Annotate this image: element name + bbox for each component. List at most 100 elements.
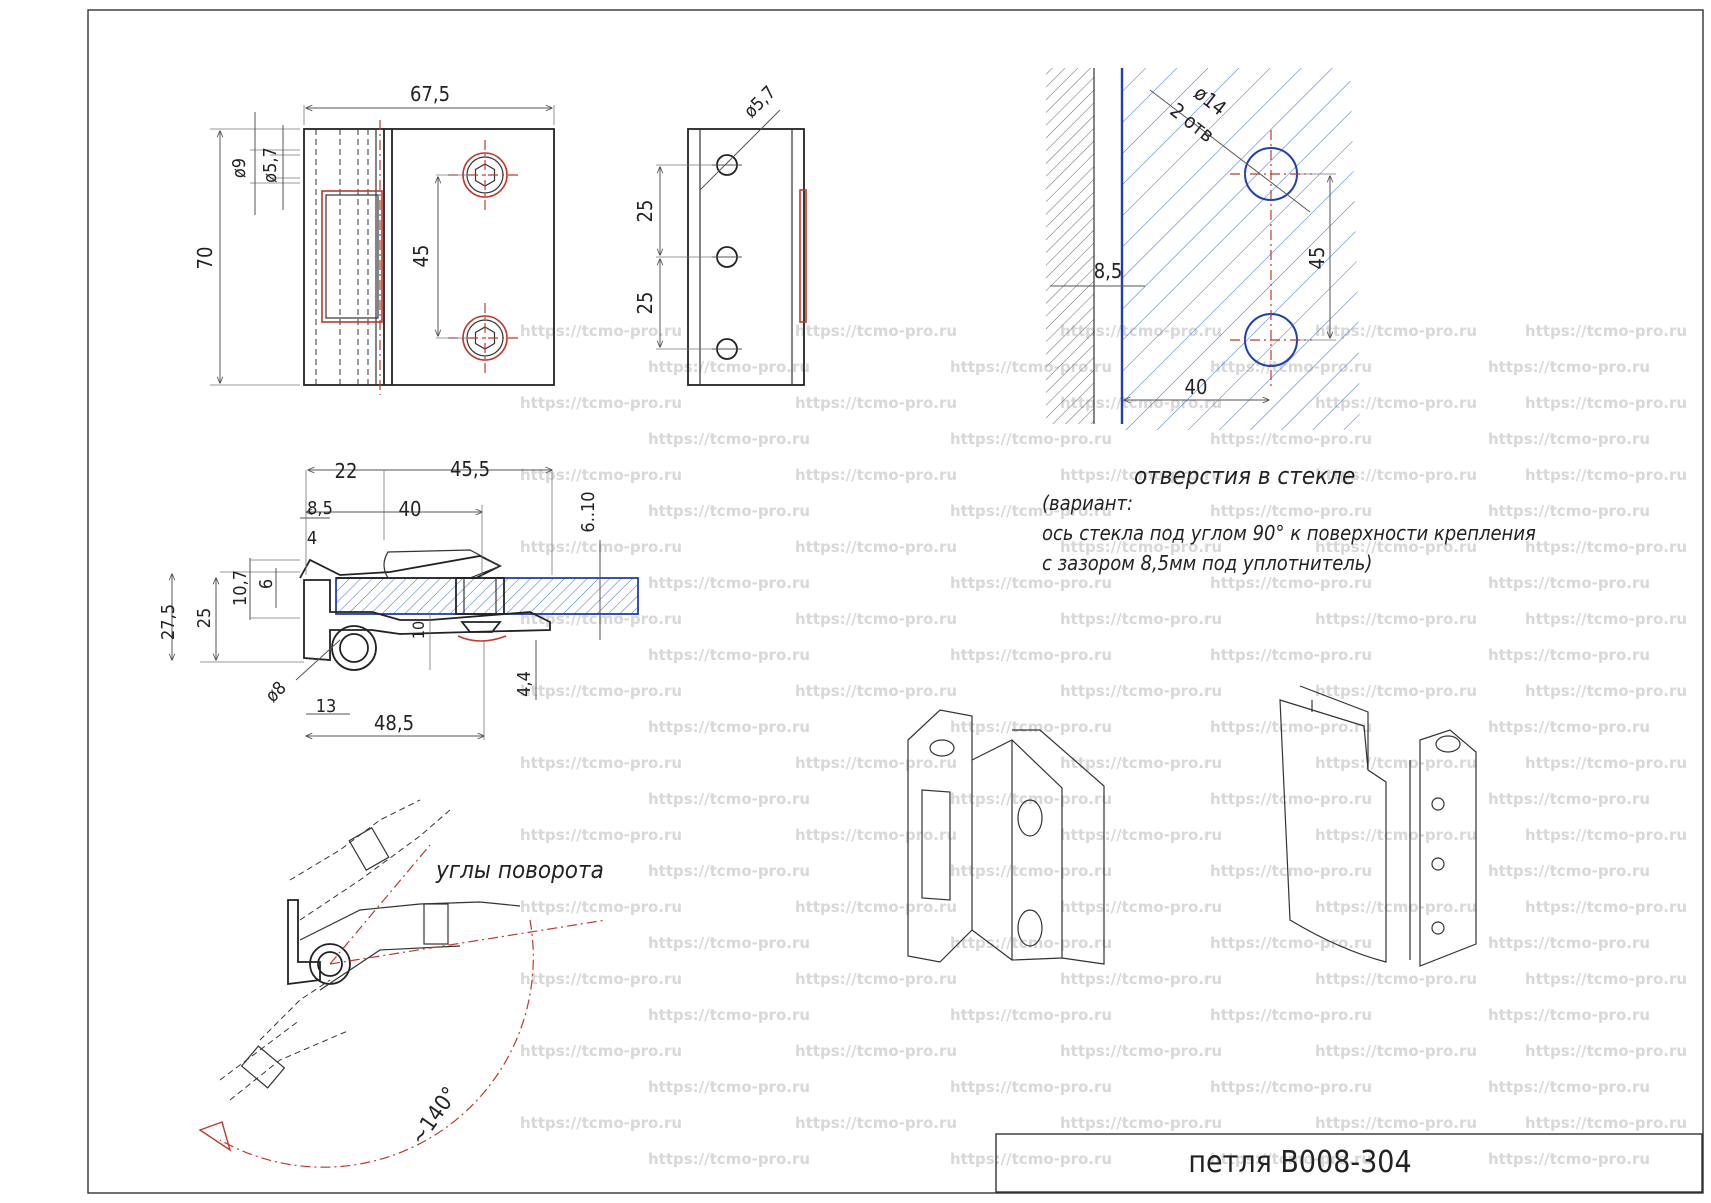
watermark-text: https://tcmo-pro.ru: [1060, 1114, 1222, 1132]
watermark-text: https://tcmo-pro.ru: [648, 502, 810, 520]
watermark-text: https://tcmo-pro.ru: [1060, 466, 1222, 484]
watermark-text: https://tcmo-pro.ru: [950, 790, 1112, 808]
watermark-text: https://tcmo-pro.ru: [1315, 466, 1477, 484]
watermark-text: https://tcmo-pro.ru: [520, 1042, 682, 1060]
watermark-text: https://tcmo-pro.ru: [1060, 610, 1222, 628]
dim-6: 6: [256, 579, 277, 589]
section-view: [172, 470, 639, 740]
watermark-text: https://tcmo-pro.ru: [648, 358, 810, 376]
glass-caption: отверстия в стекле: [1134, 462, 1355, 490]
watermark-text: https://tcmo-pro.ru: [648, 646, 810, 664]
watermark-text: https://tcmo-pro.ru: [520, 898, 682, 916]
dim-width: 67,5: [410, 82, 450, 106]
dim-d57-front: ø5,7: [260, 147, 281, 183]
watermark-text: https://tcmo-pro.ru: [648, 1078, 810, 1096]
watermark-text: https://tcmo-pro.ru: [1210, 862, 1372, 880]
hole-depth: 40: [1185, 375, 1208, 399]
watermark-text: https://tcmo-pro.ru: [795, 682, 957, 700]
watermark-text: https://tcmo-pro.ru: [1525, 970, 1687, 988]
watermark-text: https://tcmo-pro.ru: [648, 574, 810, 592]
watermark-text: https://tcmo-pro.ru: [648, 862, 810, 880]
watermark-text: https://tcmo-pro.ru: [1060, 898, 1222, 916]
watermark-text: https://tcmo-pro.ru: [648, 430, 810, 448]
watermark-text: https://tcmo-pro.ru: [950, 862, 1112, 880]
watermark-layer: https://tcmo-pro.ru https://tcmo-pro.ru ht…: [520, 322, 1687, 1168]
watermark-text: https://tcmo-pro.ru: [520, 682, 682, 700]
dim-40: 40: [399, 497, 422, 521]
watermark-text: https://tcmo-pro.ru: [648, 790, 810, 808]
watermark-text: https://tcmo-pro.ru: [1315, 610, 1477, 628]
watermark-text: https://tcmo-pro.ru: [1210, 1006, 1372, 1024]
watermark-text: https://tcmo-pro.ru: [1488, 358, 1650, 376]
watermark-text: https://tcmo-pro.ru: [1488, 862, 1650, 880]
glass-note-line-2: ось стекла под углом 90° к поверхности к…: [1042, 521, 1536, 545]
watermark-text: https://tcmo-pro.ru: [1210, 646, 1372, 664]
dim-610: 6..10: [578, 491, 599, 532]
watermark-text: https://tcmo-pro.ru: [1060, 1042, 1222, 1060]
watermark-text: https://tcmo-pro.ru: [1210, 718, 1372, 736]
watermark-text: https://tcmo-pro.ru: [1488, 574, 1650, 592]
watermark-text: https://tcmo-pro.ru: [1210, 934, 1372, 952]
watermark-text: https://tcmo-pro.ru: [1525, 826, 1687, 844]
watermark-text: https://tcmo-pro.ru: [520, 970, 682, 988]
watermark-text: https://tcmo-pro.ru: [1210, 502, 1372, 520]
watermark-text: https://tcmo-pro.ru: [1210, 1150, 1372, 1168]
dim-d8: ø8: [262, 678, 291, 707]
dim-455: 45,5: [450, 457, 490, 481]
watermark-text: https://tcmo-pro.ru: [1315, 1114, 1477, 1132]
watermark-text: https://tcmo-pro.ru: [950, 718, 1112, 736]
watermark-text: https://tcmo-pro.ru: [950, 502, 1112, 520]
watermark-text: https://tcmo-pro.ru: [950, 646, 1112, 664]
watermark-text: https://tcmo-pro.ru: [795, 898, 957, 916]
watermark-text: https://tcmo-pro.ru: [1315, 538, 1477, 556]
watermark-text: https://tcmo-pro.ru: [648, 934, 810, 952]
watermark-text: https://tcmo-pro.ru: [795, 754, 957, 772]
sheet-frame: [87, 9, 1704, 1194]
watermark-text: https://tcmo-pro.ru: [950, 934, 1112, 952]
glass-note-line-1: (вариант:: [1042, 491, 1133, 515]
watermark-text: https://tcmo-pro.ru: [520, 466, 682, 484]
watermark-text: https://tcmo-pro.ru: [1525, 1114, 1687, 1132]
watermark-text: https://tcmo-pro.ru: [795, 322, 957, 340]
dim-25: 25: [194, 608, 215, 629]
dim-4: 4: [307, 528, 317, 549]
dim-10: 10: [409, 621, 428, 639]
rotation-angle: ~140°: [406, 1083, 463, 1150]
title-block: [995, 1133, 1703, 1193]
watermark-text: https://tcmo-pro.ru: [950, 430, 1112, 448]
watermark-text: https://tcmo-pro.ru: [950, 574, 1112, 592]
watermark-text: https://tcmo-pro.ru: [1060, 682, 1222, 700]
dim-pitch-top: 25: [633, 200, 657, 223]
watermark-text: https://tcmo-pro.ru: [648, 718, 810, 736]
dim-275: 27,5: [158, 604, 179, 640]
dim-13: 13: [316, 696, 337, 717]
glass-holes-view: [1046, 68, 1360, 430]
hole-pitch: 45: [1305, 247, 1329, 270]
watermark-text: https://tcmo-pro.ru: [1315, 1042, 1477, 1060]
watermark-text: https://tcmo-pro.ru: [1210, 430, 1372, 448]
watermark-text: https://tcmo-pro.ru: [1210, 790, 1372, 808]
watermark-text: https://tcmo-pro.ru: [1488, 1006, 1650, 1024]
watermark-text: https://tcmo-pro.ru: [1525, 682, 1687, 700]
watermark-text: https://tcmo-pro.ru: [1060, 538, 1222, 556]
watermark-text: https://tcmo-pro.ru: [795, 538, 957, 556]
watermark-text: https://tcmo-pro.ru: [1315, 682, 1477, 700]
front-view: [210, 105, 555, 395]
watermark-text: https://tcmo-pro.ru: [520, 394, 682, 412]
watermark-text: https://tcmo-pro.ru: [520, 538, 682, 556]
watermark-text: https://tcmo-pro.ru: [795, 394, 957, 412]
watermark-text: https://tcmo-pro.ru: [520, 826, 682, 844]
dim-107: 10,7: [230, 570, 251, 606]
dim-44: 4,4: [514, 671, 535, 697]
dim-height: 70: [193, 247, 217, 270]
watermark-text: https://tcmo-pro.ru: [1315, 898, 1477, 916]
watermark-text: https://tcmo-pro.ru: [1525, 898, 1687, 916]
watermark-text: https://tcmo-pro.ru: [950, 1006, 1112, 1024]
dim-d9: ø9: [229, 158, 250, 178]
dim-22: 22: [335, 459, 358, 483]
rotation-view: [198, 799, 607, 1168]
dim-hole-pitch: 45: [409, 245, 433, 268]
watermark-text: https://tcmo-pro.ru: [1315, 970, 1477, 988]
watermark-text: https://tcmo-pro.ru: [1060, 970, 1222, 988]
